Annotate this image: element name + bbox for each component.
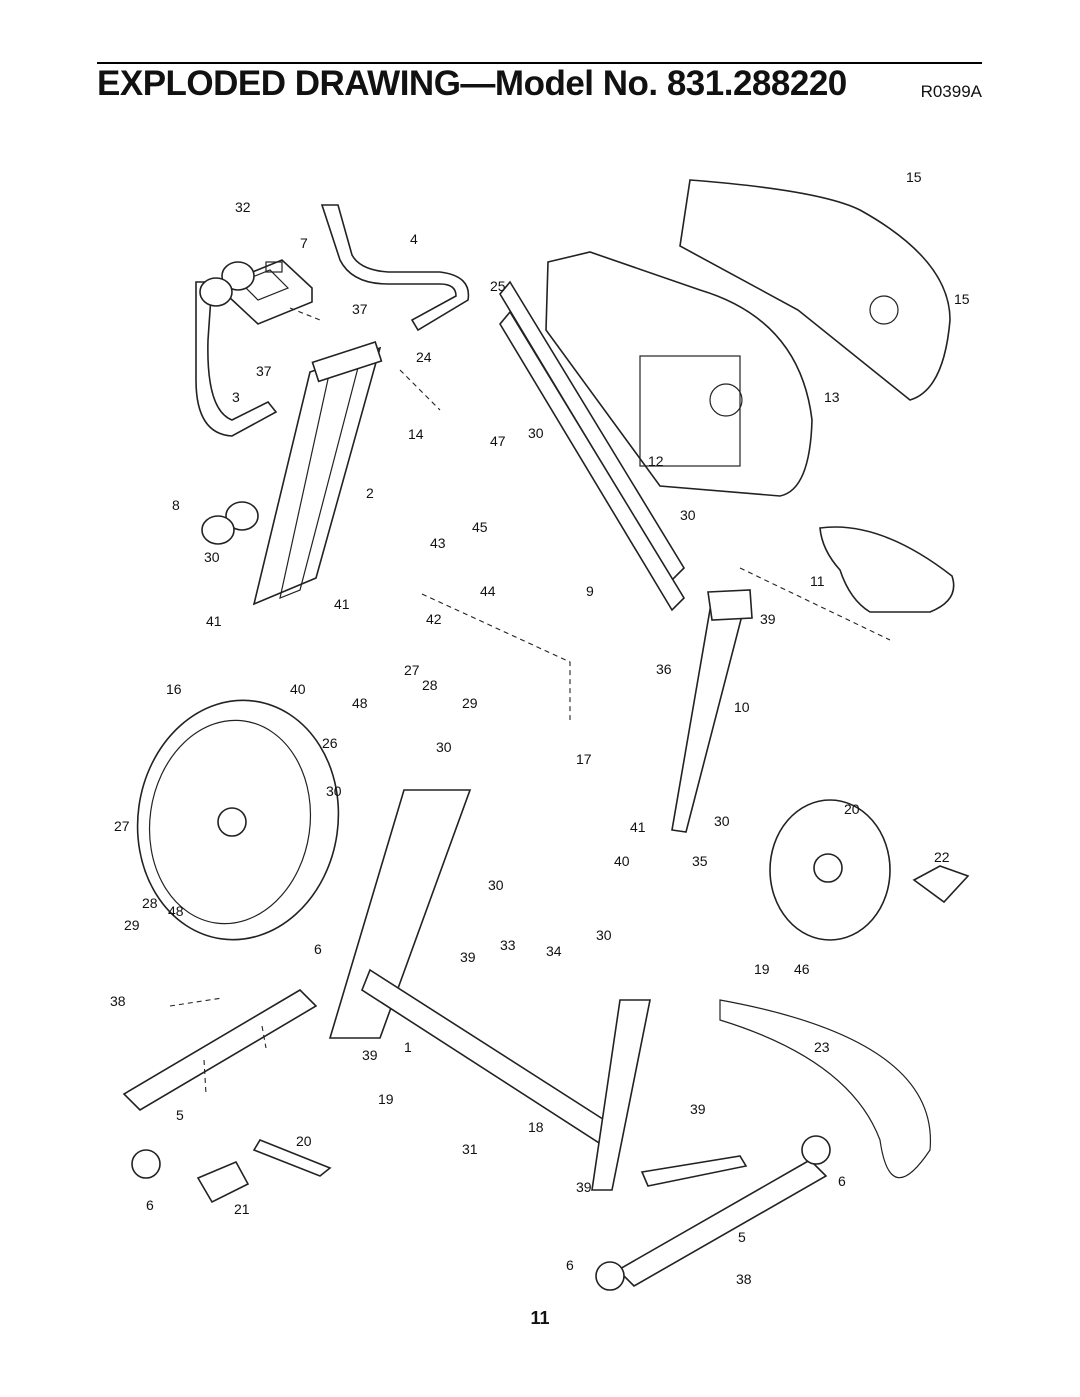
pulley — [769, 799, 891, 941]
callout: 35 — [692, 853, 708, 869]
rollers — [199, 261, 259, 545]
callout: 47 — [490, 433, 506, 449]
callout: 18 — [528, 1119, 544, 1135]
upright-frame — [252, 340, 383, 606]
callout: 41 — [334, 596, 350, 612]
page-number: 11 — [530, 1308, 550, 1328]
seat-post — [671, 589, 753, 833]
callout: 39 — [576, 1179, 592, 1195]
callout: 7 — [300, 235, 308, 251]
callout: 39 — [460, 949, 476, 965]
callout: 10 — [734, 699, 750, 715]
callout: 2 — [366, 485, 374, 501]
stabilizers — [122, 988, 831, 1291]
callout: 23 — [814, 1039, 830, 1055]
callout: 29 — [124, 917, 140, 933]
callout: 15 — [954, 291, 970, 307]
callout: 19 — [754, 961, 770, 977]
tubes — [499, 280, 686, 612]
callout: 34 — [546, 943, 562, 959]
callout: 6 — [838, 1173, 846, 1189]
callout: 14 — [408, 426, 424, 442]
callout: 37 — [352, 301, 368, 317]
callout: 45 — [472, 519, 488, 535]
flywheel — [136, 699, 340, 941]
callout: 13 — [824, 389, 840, 405]
callout: 32 — [235, 199, 251, 215]
callout: 5 — [176, 1107, 184, 1123]
drawing-code: R0399A — [920, 82, 982, 101]
callout: 27 — [404, 662, 420, 678]
callout: 12 — [648, 453, 664, 469]
callout: 30 — [714, 813, 730, 829]
callout: 25 — [490, 278, 506, 294]
callout: 24 — [416, 349, 432, 365]
callout: 16 — [166, 681, 182, 697]
pedal-assembly — [196, 865, 970, 1204]
shrouds — [545, 179, 951, 497]
callout: 9 — [586, 583, 594, 599]
callout: 29 — [462, 695, 478, 711]
callout: 30 — [680, 507, 696, 523]
callout: 4 — [410, 231, 418, 247]
callout: 42 — [426, 611, 442, 627]
callout: 43 — [430, 535, 446, 551]
callout: 11 — [810, 573, 825, 589]
callout: 27 — [114, 818, 130, 834]
callout: 5 — [738, 1229, 746, 1245]
callout: 30 — [596, 927, 612, 943]
callout: 20 — [296, 1133, 312, 1149]
alignment-lines — [169, 307, 891, 1095]
callout: 3 — [232, 389, 240, 405]
callout: 38 — [110, 993, 126, 1009]
main-frame — [328, 789, 748, 1191]
callout: 22 — [934, 849, 950, 865]
callout: 46 — [794, 961, 810, 977]
handlebar-upright — [320, 204, 470, 332]
callout: 39 — [690, 1101, 706, 1117]
seat — [819, 526, 955, 613]
callout: 28 — [422, 677, 438, 693]
callout: 40 — [290, 681, 306, 697]
callout: 6 — [146, 1197, 154, 1213]
callout: 41 — [206, 613, 222, 629]
callout: 19 — [378, 1091, 394, 1107]
callout: 28 — [142, 895, 158, 911]
callout: 31 — [462, 1141, 478, 1157]
callout: 15 — [906, 169, 922, 185]
callout: 36 — [656, 661, 672, 677]
callout: 41 — [630, 819, 646, 835]
belt — [719, 999, 932, 1179]
callout: 17 — [576, 751, 592, 767]
callout: 8 — [172, 497, 180, 513]
callout: 30 — [326, 783, 342, 799]
callout: 30 — [528, 425, 544, 441]
page-title: EXPLODED DRAWING—Model No. 831.288220 — [97, 64, 847, 103]
callout: 26 — [322, 735, 338, 751]
header-rule — [97, 62, 982, 64]
callout: 30 — [436, 739, 452, 755]
callout: 6 — [566, 1257, 574, 1273]
callout: 39 — [760, 611, 776, 627]
callout: 30 — [488, 877, 504, 893]
callout: 40 — [614, 853, 630, 869]
callout: 48 — [168, 903, 184, 919]
callout: 6 — [314, 941, 322, 957]
callout: 33 — [500, 937, 516, 953]
callout: 21 — [234, 1201, 250, 1217]
callout: 1 — [404, 1039, 412, 1055]
callout: 39 — [362, 1047, 378, 1063]
callout: 30 — [204, 549, 220, 565]
callouts: 32 7 4 25 37 24 37 3 14 47 30 12 2 8 30 … — [110, 169, 970, 1287]
callout: 20 — [844, 801, 860, 817]
callout: 37 — [256, 363, 272, 379]
callout: 38 — [736, 1271, 752, 1287]
callout: 48 — [352, 695, 368, 711]
callout: 44 — [480, 583, 496, 599]
